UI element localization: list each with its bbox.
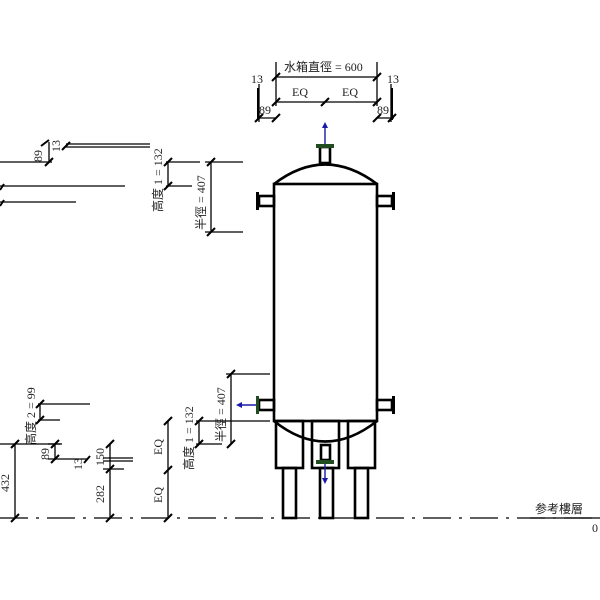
eq-right-label[interactable]: EQ: [342, 85, 358, 99]
side-nozzle-upper-right: [375, 194, 394, 208]
offset-right-89[interactable]: 89: [377, 103, 389, 117]
tank-bottom-head: [273, 419, 378, 443]
top-flange: [316, 144, 334, 148]
upper-radius-dim[interactable]: 半徑 = 407: [194, 175, 208, 230]
bottom-flange: [316, 460, 334, 464]
top-nozzle: [318, 145, 332, 165]
eq-left-label[interactable]: EQ: [292, 85, 308, 99]
lower-height1-dim[interactable]: 高度 1 = 132: [181, 406, 196, 470]
offset-left-13[interactable]: 13: [251, 72, 263, 86]
side-nozzle-lower-left: [257, 398, 276, 412]
side-nozzle-upper-left: [257, 194, 276, 208]
support-right: [346, 419, 377, 470]
offset-left-89[interactable]: 89: [259, 103, 271, 117]
dim-282[interactable]: 282: [93, 485, 107, 503]
lower-13-dim[interactable]: 13: [71, 458, 85, 470]
diameter-dimension[interactable]: 水箱直徑 = 600: [284, 59, 363, 74]
tank-body: [272, 182, 379, 423]
water-tank[interactable]: [236, 122, 395, 520]
leg-right: [353, 466, 370, 520]
reference-level[interactable]: 参考樓層 0: [0, 501, 600, 535]
side-nozzle-lower-right: [375, 398, 394, 412]
leg-left: [281, 466, 298, 520]
tank-top-head: [273, 163, 378, 186]
lower-radius-dim[interactable]: 半徑 = 407: [214, 387, 228, 442]
left-upper-dimensions[interactable]: 89 13 高度 1 = 132 半徑 = 407: [0, 139, 243, 237]
lower-89-dim[interactable]: 89: [38, 448, 52, 460]
upper-13-dim[interactable]: 13: [49, 140, 63, 152]
offset-right-13[interactable]: 13: [387, 72, 399, 86]
dim-432[interactable]: 432: [0, 474, 12, 492]
leg-middle: [318, 466, 335, 520]
upper-height1-dim[interactable]: 高度 1 = 132: [150, 148, 165, 212]
height2-dim[interactable]: 高度 2 = 99: [23, 387, 38, 445]
dim-150[interactable]: 150: [93, 448, 107, 466]
upper-89-dim[interactable]: 89: [31, 150, 45, 162]
eq-top-label[interactable]: EQ: [151, 439, 165, 455]
top-dimensions[interactable]: 水箱直徑 = 600 EQ EQ 13 13 89 89: [251, 59, 399, 123]
left-lower-dimensions[interactable]: 高度 2 = 99 432 89 13 150 282 EQ EQ 高度 1 =…: [0, 369, 270, 523]
support-left: [274, 419, 305, 470]
eq-bottom-label[interactable]: EQ: [151, 487, 165, 503]
reference-level-name[interactable]: 参考樓層: [535, 501, 583, 516]
reference-level-elevation[interactable]: 0: [592, 521, 598, 535]
bottom-outlet: [319, 443, 332, 462]
